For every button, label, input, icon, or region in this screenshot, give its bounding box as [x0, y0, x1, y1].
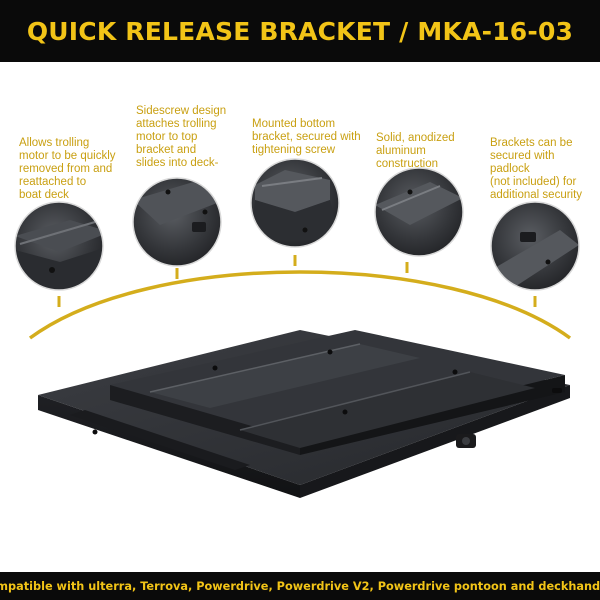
- detail-image-bottom-bracket: [251, 159, 339, 247]
- detail-image-quick-release: [15, 202, 103, 290]
- callout-anodized: Solid, anodized aluminum construction: [376, 132, 455, 170]
- page-title: QUICK RELEASE BRACKET / MKA-16-03: [26, 16, 574, 46]
- detail-image-padlock: [491, 202, 579, 290]
- callout-padlock: Brackets can be secured with padlock (no…: [490, 137, 583, 201]
- title-bar: QUICK RELEASE BRACKET / MKA-16-03: [0, 0, 600, 62]
- callout-sidescrew: Sidescrew design attaches trolling motor…: [136, 105, 227, 169]
- callout-bottom-bracket: Mounted bottom bracket, secured with tig…: [252, 118, 361, 156]
- bracket-illustration: [38, 330, 570, 498]
- compatibility-text: Compatible with ulterra, Terrova, Powerd…: [0, 579, 600, 593]
- arc-line: [28, 270, 572, 340]
- detail-image-sidescrew: [133, 178, 221, 266]
- compatibility-bar: Compatible with ulterra, Terrova, Powerd…: [0, 572, 600, 600]
- callout-quick-release: Allows trolling motor to be quickly remo…: [19, 137, 116, 201]
- detail-image-anodized: [375, 168, 463, 256]
- arc-ticks: [57, 255, 537, 307]
